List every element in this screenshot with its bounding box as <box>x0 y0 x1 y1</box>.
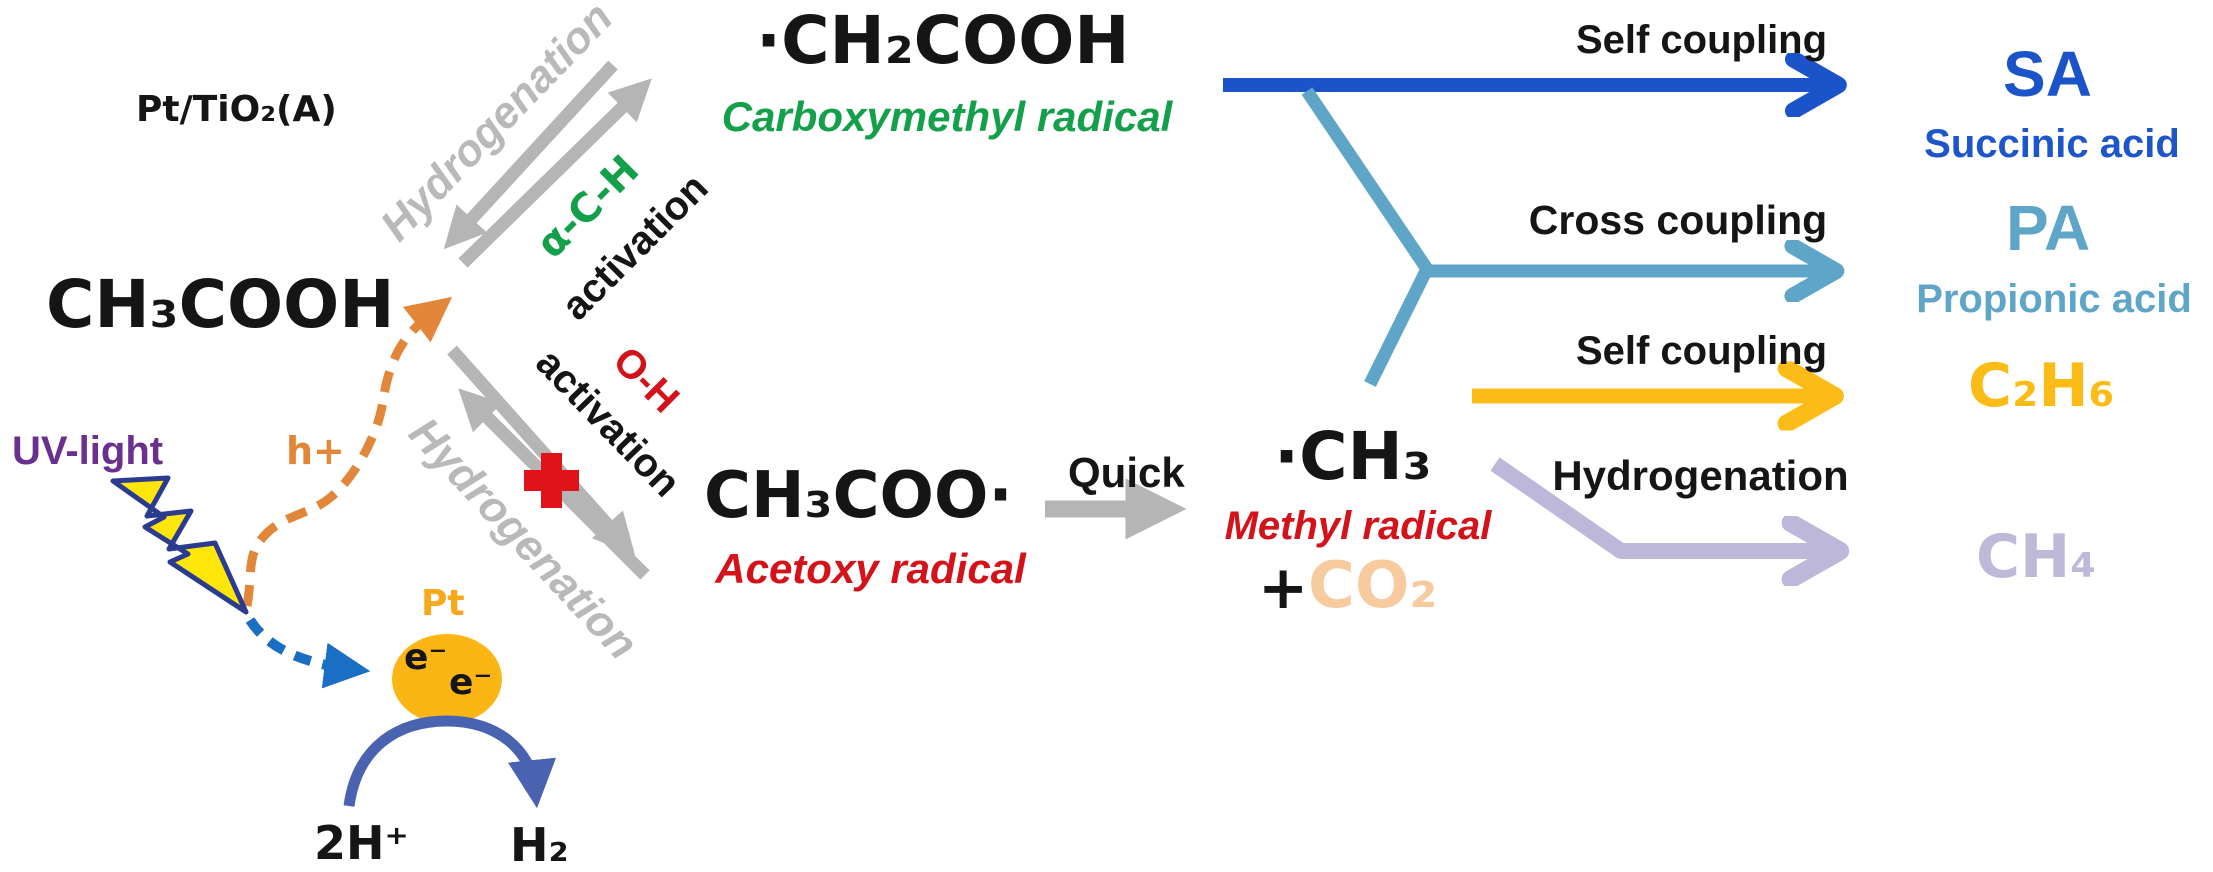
product-c2h6: C₂H₆ <box>1968 351 2115 421</box>
product-ch4: CH₄ <box>1976 522 2097 592</box>
quick-label: Quick <box>1068 449 1185 496</box>
co2-plus-sign: + <box>1258 553 1309 623</box>
methyl-formula: ·CH₃ <box>1274 418 1432 495</box>
cross-coupling-branch-line <box>1301 87 1435 387</box>
acetoxy-formula: CH₃COO· <box>704 459 1013 533</box>
proton-reduction-arc-arrow <box>343 715 557 809</box>
product-pa-abbr: PA <box>2006 192 2091 264</box>
methyl-name: Methyl radical <box>1224 504 1492 548</box>
cross-coupling-label: Cross coupling <box>1528 197 1828 243</box>
plus-icon <box>524 453 579 508</box>
hydrogenation-right-label: Hydrogenation <box>1552 452 1849 499</box>
co2-formula: CO₂ <box>1308 549 1438 623</box>
pt-particle <box>392 634 502 724</box>
carboxymethyl-formula: ·CH₂COOH <box>756 2 1130 79</box>
product-sa-name: Succinic acid <box>1924 122 2180 166</box>
hole-label: h+ <box>286 429 345 473</box>
reactant-formula: CH₃COOH <box>46 266 395 343</box>
lightning-bolt-icon <box>110 475 249 615</box>
acetoxy-name: Acetoxy radical <box>715 545 1026 592</box>
carboxymethyl-name: Carboxymethyl radical <box>721 93 1173 140</box>
electron-transfer-dashed-arrow <box>245 617 371 689</box>
catalyst-label: Pt/TiO₂(A) <box>136 89 337 130</box>
product-sa-abbr: SA <box>2003 38 2092 110</box>
self-coupling-top-label: Self coupling <box>1575 18 1828 62</box>
hole-transfer-dashed-arrow <box>242 296 453 607</box>
electron-label-2: e⁻ <box>449 662 493 703</box>
self-coupling-bottom-label: Self coupling <box>1575 329 1828 373</box>
protons-label: 2H⁺ <box>314 816 409 870</box>
electron-label-1: e⁻ <box>404 637 448 678</box>
hydrogenation-arrow-ch4 <box>1490 457 1833 551</box>
product-pa-name: Propionic acid <box>1916 277 2192 321</box>
uv-light-label: UV-light <box>12 429 164 473</box>
hydrogen-label: H₂ <box>510 818 569 872</box>
pt-label: Pt <box>421 583 465 624</box>
reversible-arrow-upper <box>443 60 652 268</box>
